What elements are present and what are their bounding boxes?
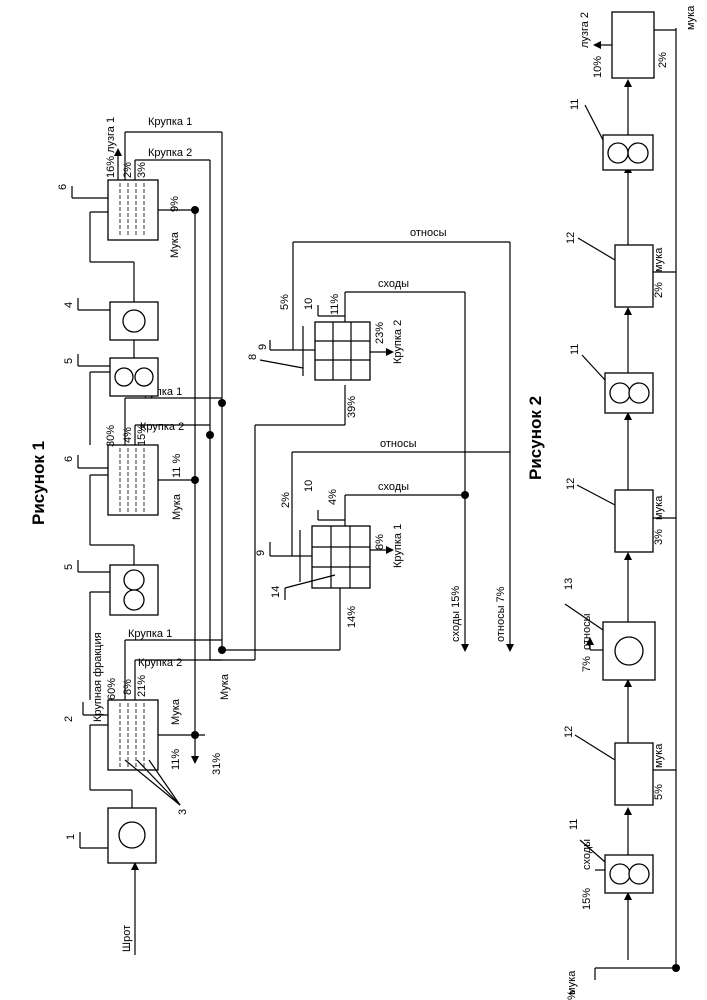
sifter-2-krupka-1: Крупка 1 [128, 628, 172, 640]
figure-1-title: Рисунок 1 [29, 441, 48, 525]
sifter-6-lower-p11: 11 % [171, 454, 183, 478]
sifter-2-coarse-fraction: Крупная фракция [92, 632, 104, 722]
fig2-lusga-2: лузга 2 [579, 12, 591, 48]
purifier-2-krupka: Крупка 2 [392, 320, 404, 364]
label-3: 3 [177, 809, 189, 815]
label-8: 8 [247, 354, 259, 360]
fig2-top-separator [612, 12, 654, 78]
fig2-p2-12c: 2% [653, 282, 665, 298]
sifter-6-upper [108, 180, 158, 240]
label-9-upper: 9 [257, 344, 269, 350]
sifter-6-lower-flour: Мука [171, 493, 183, 520]
sifter-6-lower-p4: 4% [122, 427, 134, 443]
sifter-2-p8: 8% [122, 679, 134, 695]
purifier-2-p11: 11% [329, 294, 341, 315]
sifter-6-upper-p2: 2% [122, 162, 134, 178]
fig2-label-11-bottom: 11 [568, 819, 580, 830]
purifier-2-shody: сходы [378, 278, 409, 290]
fig2-p3-12b: 3% [653, 529, 665, 545]
purifier-1-p4: 4% [327, 489, 339, 505]
sifter-6-upper-krupka-1: Крупка 1 [148, 116, 192, 128]
sifter-2-p21: 21% [136, 675, 148, 697]
shody-15-percent: сходы 15% [450, 586, 462, 642]
label-9-lower: 9 [255, 550, 267, 556]
sifter-6-lower [108, 445, 158, 515]
sifter-6-upper-krupka-2: Крупка 2 [148, 147, 192, 159]
fig2-machine-12-a [615, 743, 653, 805]
fig2-label-12-b: 12 [565, 478, 577, 490]
fig2-pct-out: % [566, 990, 578, 1000]
figure-2-title: Рисунок 2 [526, 396, 545, 480]
machine-1-rotor-icon [119, 822, 145, 848]
purifier-1-otnosy: относы [380, 438, 417, 450]
purifier-2-p23: 23% [374, 322, 386, 344]
fig2-machine-12-b [615, 490, 653, 552]
sifter-6-upper-lusga-1: 16% лузга 1 [105, 117, 117, 178]
sifter-2-krupka-2: Крупка 2 [138, 657, 182, 669]
fig2-p7: 7% [581, 656, 593, 672]
otnosy-7-percent: относы 7% [495, 586, 507, 642]
fig2-p10: 10% [592, 56, 604, 78]
fig2-otnosy: относы [581, 613, 593, 650]
fig2-p5-12a: 5% [653, 784, 665, 800]
label-5-lower: 5 [63, 564, 75, 570]
label-10-lower: 10 [303, 480, 315, 492]
sifter-2-p31: 31% [211, 753, 223, 775]
purifier-2-p5: 5% [279, 294, 291, 310]
fig2-muka-top: мука [685, 5, 697, 30]
label-5-upper: 5 [63, 358, 75, 364]
sifter-6-lower-krupka-2: Крупка 2 [140, 421, 184, 433]
sifter-2-flour-out: Мука [219, 673, 231, 700]
fig2-p15: 15% [581, 888, 593, 910]
label-10-upper: 10 [303, 298, 315, 310]
fig2-muka-12a: мука [653, 743, 665, 768]
fig2-label-11-middle: 11 [569, 344, 581, 355]
purifier-1-krupka: Крупка 1 [392, 524, 404, 568]
fig2-label-13: 13 [563, 578, 575, 590]
purifier-1-p14: 14% [346, 606, 358, 628]
fig2-label-12-a: 12 [563, 726, 575, 738]
fig2-label-11-top: 11 [569, 99, 581, 110]
label-2: 2 [63, 716, 75, 722]
sifter-2 [108, 700, 158, 770]
fig2-muka-12b: мука [653, 495, 665, 520]
label-1: 1 [65, 834, 77, 840]
label-6-upper: 6 [57, 184, 69, 190]
sifter-2-p11: 11% [170, 749, 182, 770]
label-6-lower: 6 [63, 456, 75, 462]
purifier-1-p2: 2% [280, 492, 292, 508]
fig2-machine-12-c [615, 245, 653, 307]
purifier-2-otnosy: относы [410, 227, 447, 239]
fig2-label-12-c: 12 [565, 232, 577, 244]
purifier-1-shody: сходы [378, 481, 409, 493]
fig2-shody: сходы [581, 839, 593, 870]
purifier-2-p39: 39% [346, 396, 358, 418]
sifter-2-flour: Мука [170, 698, 182, 725]
input-label: Шрот [121, 925, 133, 952]
sifter-6-lower-p30: 30% [105, 425, 117, 447]
fig2-p2-top: 2% [657, 52, 669, 68]
sifter-6-upper-p3: 3% [136, 162, 148, 178]
sifter-2-p60: 60% [106, 678, 118, 700]
sifter-6-upper-flour: Мука [169, 231, 181, 258]
label-4: 4 [63, 302, 75, 308]
fig2-muka-12c: мука [653, 247, 665, 272]
purifier-2 [315, 322, 370, 380]
label-14: 14 [270, 586, 282, 598]
purifier-1-p8: 8% [374, 534, 386, 550]
